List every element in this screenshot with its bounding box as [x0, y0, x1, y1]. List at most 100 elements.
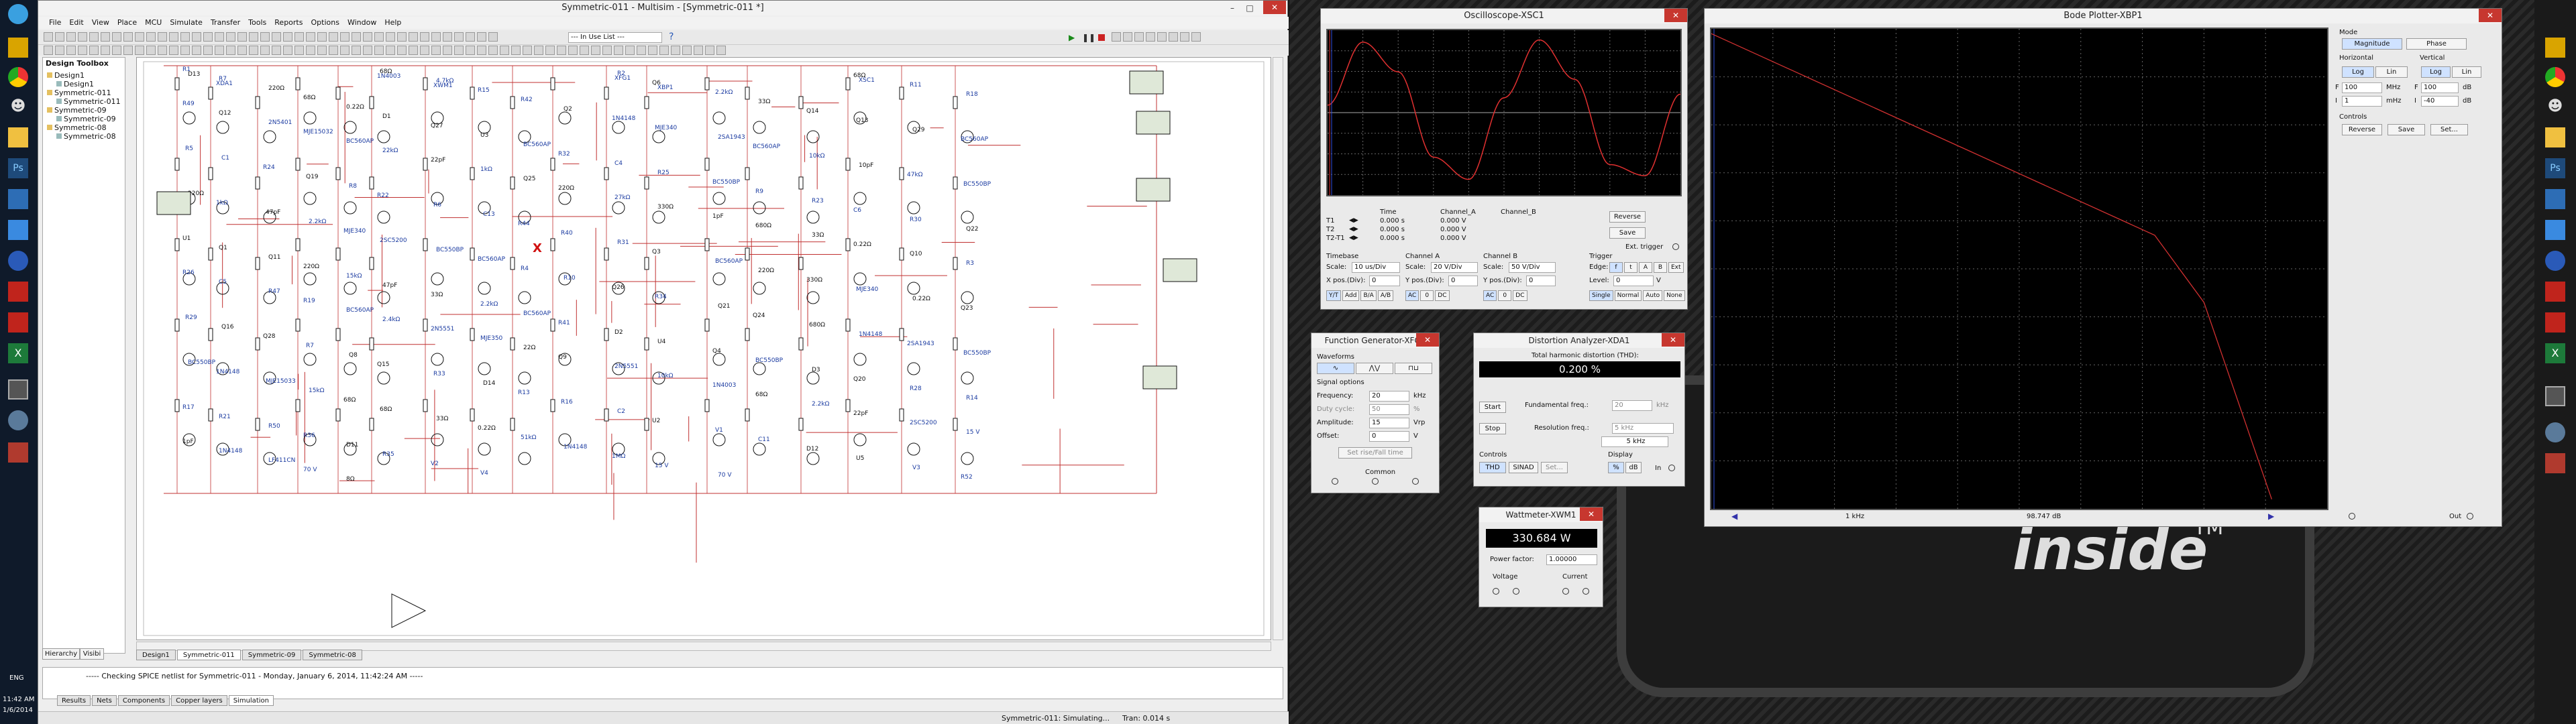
- bode-set-button[interactable]: Set...: [2430, 124, 2468, 135]
- toolbar-tool-icon[interactable]: [420, 46, 429, 55]
- toolbar-tool-icon[interactable]: [443, 32, 452, 42]
- toolbar-tool-icon[interactable]: [591, 46, 600, 55]
- pause-icon[interactable]: ❚❚: [1082, 33, 1096, 42]
- toolbar-tool-icon[interactable]: [66, 32, 76, 42]
- tab-hierarchy[interactable]: Hierarchy: [42, 648, 80, 660]
- toolbar-tool-icon[interactable]: [659, 46, 669, 55]
- minimize-button[interactable]: –: [1230, 3, 1234, 13]
- bottom-tab[interactable]: Simulation: [228, 695, 274, 706]
- cursor-arrows-icon[interactable]: ◀▶: [1349, 217, 1358, 224]
- channel-b-ypos-field[interactable]: 0: [1526, 276, 1556, 286]
- toolbar-tool-icon[interactable]: [123, 46, 133, 55]
- trigger-edge-button[interactable]: t: [1624, 262, 1638, 273]
- channel-a-coupling-button[interactable]: 0: [1420, 290, 1434, 301]
- bode-h-lin-button[interactable]: Lin: [2375, 66, 2408, 78]
- oscilloscope-reverse-button[interactable]: Reverse: [1609, 211, 1646, 223]
- start-icon[interactable]: [8, 4, 28, 24]
- cursor-left-icon[interactable]: ◀: [1731, 511, 1738, 521]
- toolbar-tool-icon[interactable]: [1180, 32, 1189, 42]
- toolbar-tool-icon[interactable]: [340, 46, 350, 55]
- toolbar-tool-icon[interactable]: [180, 32, 190, 42]
- bode-h-initial-field[interactable]: 1: [2342, 96, 2382, 107]
- plus-terminal-icon[interactable]: [1332, 478, 1338, 485]
- toolbar-tool-icon[interactable]: [488, 46, 498, 55]
- oscilloscope-save-button[interactable]: Save: [1609, 227, 1646, 239]
- toolbar-tool-icon[interactable]: [272, 32, 281, 42]
- toolbar-tool-icon[interactable]: [317, 32, 327, 42]
- channel-b-coupling-button[interactable]: 0: [1498, 290, 1512, 301]
- distortion-set-button[interactable]: Set...: [1541, 462, 1568, 473]
- channel-a-scale-field[interactable]: 20 V/Div: [1431, 262, 1478, 273]
- toolbar-tool-icon[interactable]: [203, 46, 213, 55]
- menu-window[interactable]: Window: [347, 18, 377, 27]
- toolbar-tool-icon[interactable]: [260, 32, 270, 42]
- bode-v-initial-field[interactable]: -40: [2421, 96, 2459, 107]
- menu-reports[interactable]: Reports: [274, 18, 303, 27]
- toolbar-tool-icon[interactable]: [89, 46, 99, 55]
- toolbar-tool-icon[interactable]: [511, 46, 521, 55]
- trigger-level-field[interactable]: 0: [1613, 276, 1654, 286]
- square-wave-button[interactable]: ⊓⊔: [1395, 363, 1432, 374]
- app-icon[interactable]: [2545, 189, 2565, 209]
- tree-item[interactable]: Symmetric-08: [47, 132, 121, 141]
- tab-visibility[interactable]: Visibi: [80, 648, 104, 660]
- toolbar-tool-icon[interactable]: [443, 46, 452, 55]
- toolbar-tool-icon[interactable]: [431, 32, 441, 42]
- voltage-plus-terminal-icon[interactable]: [1493, 588, 1499, 595]
- menu-simulate[interactable]: Simulate: [170, 18, 203, 27]
- toolbar-tool-icon[interactable]: [306, 46, 315, 55]
- offset-field[interactable]: 0: [1369, 431, 1409, 442]
- trigger-edge-button[interactable]: A: [1639, 262, 1652, 273]
- set-rise-fall-button[interactable]: Set rise/Fall time: [1338, 447, 1412, 459]
- channel-b-scale-field[interactable]: 50 V/Div: [1509, 262, 1556, 273]
- bode-v-lin-button[interactable]: Lin: [2452, 66, 2481, 78]
- cursor-right-icon[interactable]: ▶: [2268, 511, 2275, 521]
- toolbar-tool-icon[interactable]: [409, 32, 418, 42]
- channel-b-coupling-button[interactable]: DC: [1513, 290, 1527, 301]
- channel-a-coupling-button[interactable]: DC: [1435, 290, 1450, 301]
- toolbar-tool-icon[interactable]: [329, 46, 338, 55]
- display-mode-button[interactable]: B/A: [1360, 290, 1377, 301]
- bottom-tab[interactable]: Components: [117, 695, 170, 706]
- toolbar-tool-icon[interactable]: [1169, 32, 1178, 42]
- menu-mcu[interactable]: MCU: [145, 18, 162, 27]
- bode-close-button[interactable]: ✕: [2479, 9, 2502, 22]
- bottom-tab[interactable]: Results: [57, 695, 91, 706]
- frequency-field[interactable]: 20: [1369, 391, 1409, 402]
- toolbar-tool-icon[interactable]: [78, 32, 87, 42]
- toolbar-tool-icon[interactable]: [237, 46, 247, 55]
- ext-trigger-terminal-icon[interactable]: [1672, 243, 1679, 250]
- toolbar-tool-icon[interactable]: [1157, 32, 1167, 42]
- bode-save-button[interactable]: Save: [2387, 124, 2425, 135]
- toolbar-tool-icon[interactable]: [523, 46, 532, 55]
- toolbar-tool-icon[interactable]: [317, 46, 327, 55]
- common-terminal-icon[interactable]: [1372, 478, 1379, 485]
- current-plus-terminal-icon[interactable]: [1562, 588, 1569, 595]
- toolbar-tool-icon[interactable]: [500, 46, 509, 55]
- in-use-list-select[interactable]: --- In Use List ---: [568, 32, 662, 43]
- app-icon[interactable]: [2545, 422, 2565, 442]
- toolbar-tool-icon[interactable]: [135, 46, 144, 55]
- toolbar-tool-icon[interactable]: [294, 46, 304, 55]
- display-mode-button[interactable]: Y/T: [1326, 290, 1342, 301]
- explorer-icon[interactable]: [2545, 127, 2565, 147]
- sine-wave-button[interactable]: ∿: [1317, 363, 1354, 374]
- tree-item[interactable]: Symmetric-011: [47, 88, 121, 97]
- toolbar-tool-icon[interactable]: [466, 46, 475, 55]
- explorer-icon[interactable]: [8, 127, 28, 147]
- minus-terminal-icon[interactable]: [1412, 478, 1419, 485]
- doc-tab[interactable]: Design1: [136, 650, 176, 660]
- toolbar-tool-icon[interactable]: [1134, 32, 1144, 42]
- timebase-xpos-field[interactable]: 0: [1369, 276, 1400, 286]
- pdf-icon[interactable]: [2545, 282, 2565, 302]
- toolbar-tool-icon[interactable]: [694, 46, 703, 55]
- toolbar-tool-icon[interactable]: [169, 32, 178, 42]
- app-icon[interactable]: [8, 38, 28, 58]
- toolbar-tool-icon[interactable]: [135, 32, 144, 42]
- trigger-edge-button[interactable]: f: [1609, 262, 1623, 273]
- display-mode-button[interactable]: A/B: [1377, 290, 1394, 301]
- menu-file[interactable]: File: [49, 18, 62, 27]
- toolbar-tool-icon[interactable]: [352, 32, 361, 42]
- toolbar-tool-icon[interactable]: [192, 32, 201, 42]
- toolbar-tool-icon[interactable]: [306, 32, 315, 42]
